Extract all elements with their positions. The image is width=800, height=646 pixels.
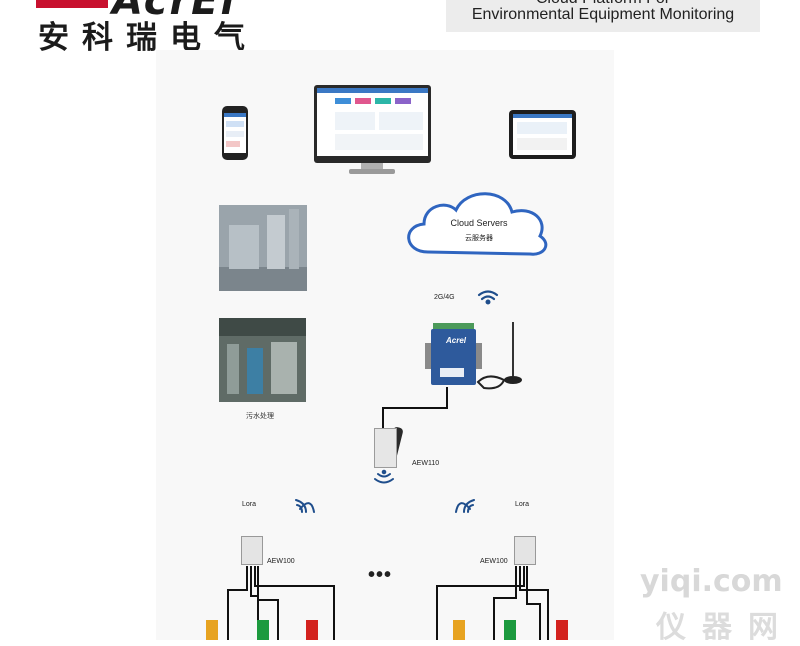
left-wiring — [227, 566, 335, 640]
industrial-equipment-photo — [219, 205, 307, 291]
title-banner: Cloud Platform For Environmental Equipme… — [446, 0, 760, 32]
lora-label-left: Lora — [242, 501, 257, 508]
ct-sensor-green-left — [257, 620, 269, 640]
cloud-servers-sublabel: 云服务器 — [465, 235, 493, 242]
right-wiring — [436, 566, 549, 640]
gateway-cable — [382, 387, 448, 430]
ct-sensor-yellow-right — [453, 620, 465, 640]
gateway-mount-left — [425, 343, 432, 369]
aew110-label: AEW110 — [412, 460, 440, 467]
gateway-label-panel — [440, 368, 464, 377]
title-line-1: Cloud Platform For — [446, 0, 760, 8]
network-label: 2G/4G — [434, 294, 455, 301]
wifi-signal-icon — [477, 290, 499, 305]
antenna-icon — [476, 322, 522, 390]
watermark-chinese: 仪器网 — [656, 610, 794, 645]
logo-red-bar — [36, 0, 108, 8]
logo-latin: AcrEl — [112, 0, 237, 24]
photo-caption: 污水处理 — [246, 413, 274, 420]
aew100-label-left: AEW100 — [267, 558, 295, 565]
lora-left-wifi-icon — [295, 499, 315, 513]
smartphone-device — [222, 106, 248, 160]
ct-sensor-red-right — [556, 620, 568, 640]
title-line-2: Environmental Equipment Monitoring — [471, 6, 735, 23]
aew100-device-left — [241, 536, 263, 565]
aew100-label-right: AEW100 — [480, 558, 508, 565]
lora-right-wifi-icon — [455, 499, 475, 513]
more-nodes-ellipsis: ••• — [368, 564, 393, 586]
tablet-device — [509, 110, 576, 159]
aew100-device-right — [514, 536, 536, 565]
wireless-downlink-icon — [374, 469, 394, 484]
monitor-stand — [361, 163, 383, 170]
ct-sensor-red-left — [306, 620, 318, 640]
gateway-brand: Acrel — [446, 336, 467, 345]
desktop-monitor-device — [314, 85, 431, 163]
ct-sensor-green-right — [504, 620, 516, 640]
cloud-servers-label: Cloud Servers — [450, 218, 508, 228]
wastewater-treatment-photo — [219, 318, 306, 402]
aew110-device — [374, 428, 397, 468]
lora-label-right: Lora — [515, 501, 530, 508]
gateway-mount-right — [475, 343, 482, 369]
cloud-servers-icon — [407, 192, 548, 256]
watermark-text: yiqi.com — [640, 564, 783, 599]
monitor-base — [349, 169, 395, 174]
gateway-terminals — [433, 323, 474, 330]
ct-sensor-yellow-left — [206, 620, 218, 640]
